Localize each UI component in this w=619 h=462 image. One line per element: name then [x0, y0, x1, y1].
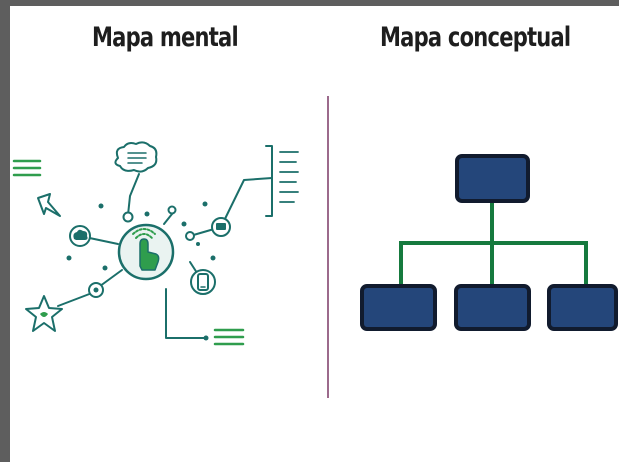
link-node-icon — [167, 205, 195, 241]
star-icon — [25, 295, 63, 332]
concept-box-top — [455, 154, 530, 203]
mind-map-connectors — [57, 173, 273, 339]
concept-box-left — [360, 284, 437, 331]
mind-map-title: Mapa mental — [92, 22, 239, 53]
speech-bubble-icon — [114, 141, 158, 223]
concept-map-title: Mapa conceptual — [380, 22, 571, 53]
link-node-icon — [88, 282, 104, 298]
cloud-icon — [69, 225, 91, 247]
monitor-icon — [211, 217, 231, 237]
document-list-icon — [265, 145, 299, 217]
mind-map — [12, 141, 299, 346]
concept-box-right — [547, 284, 618, 331]
touch-hand-icon — [117, 223, 175, 281]
infographic-panel — [10, 6, 619, 462]
lines-icon — [203, 328, 245, 346]
concept-map — [360, 154, 618, 331]
concept-map-connectors — [399, 201, 588, 286]
phone-icon — [190, 269, 216, 295]
lightning-icon — [37, 193, 61, 217]
lines-icon — [12, 159, 42, 177]
concept-box-middle — [454, 284, 531, 331]
